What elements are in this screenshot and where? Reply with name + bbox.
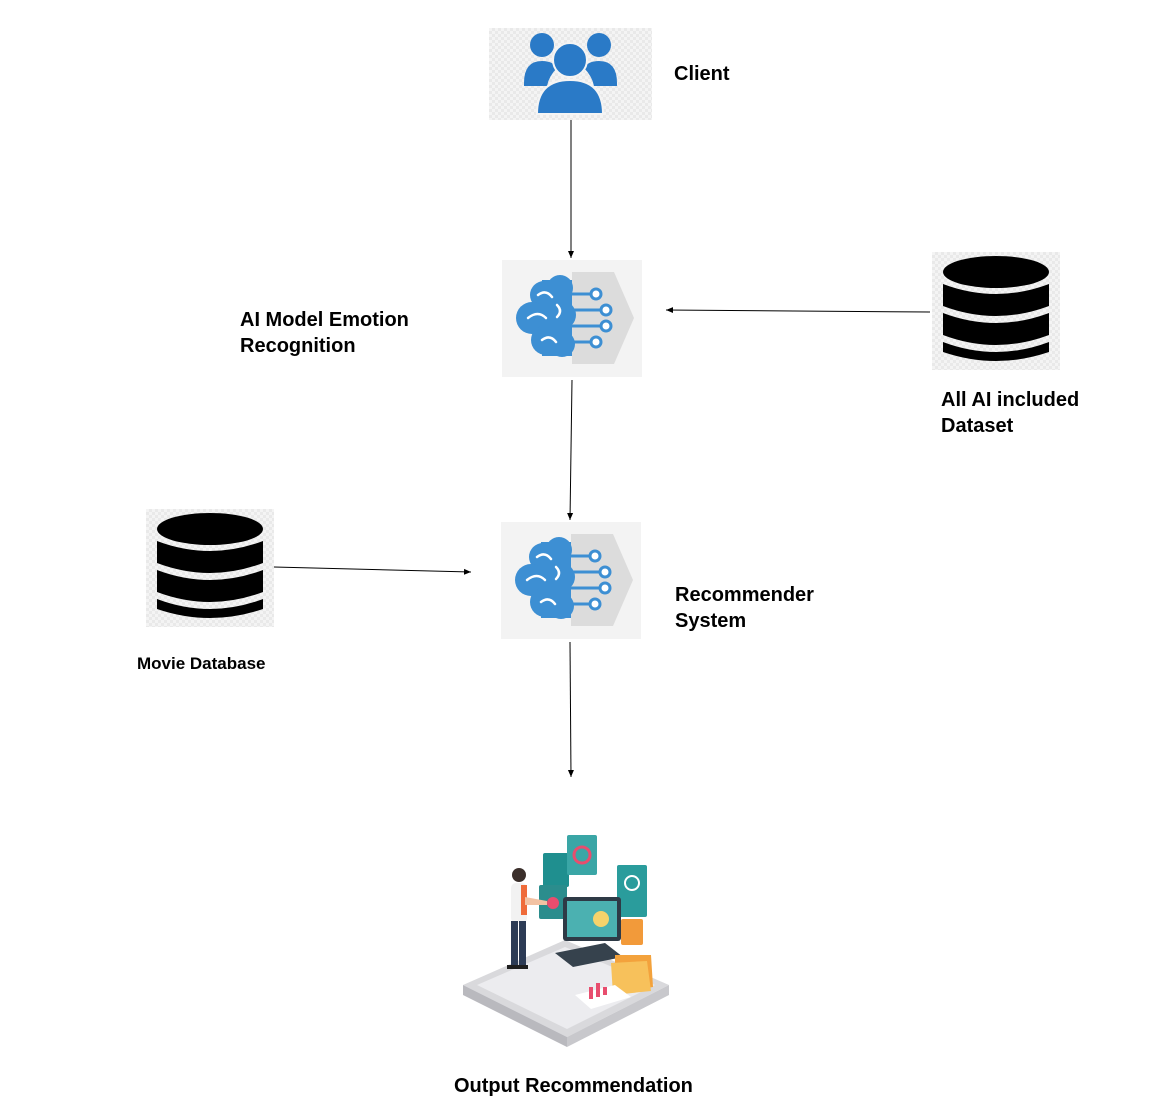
arrow-dataset-to-emotion-model — [665, 307, 931, 314]
output-label: Output Recommendation — [454, 1075, 693, 1097]
client-label: Client — [674, 63, 730, 85]
recommender-node — [501, 522, 641, 639]
arrow-emotion-model-to-recommender — [567, 379, 574, 521]
emotion-model-node — [502, 260, 642, 377]
ai-brain-icon — [515, 534, 633, 626]
ai-dataset-node — [932, 252, 1060, 370]
database-icon — [943, 256, 1049, 361]
movie-db-label: Movie Database — [137, 654, 266, 673]
recommender-label: Recommender System — [675, 584, 814, 632]
ai-brain-icon — [516, 272, 634, 364]
movie-db-node — [146, 509, 274, 627]
output-node — [455, 825, 675, 1050]
emotion-model-label: AI Model Emotion Recognition — [240, 309, 409, 357]
client-node — [489, 28, 652, 120]
users-icon — [524, 33, 617, 115]
ai-dataset-label: All AI included Dataset — [941, 389, 1080, 437]
arrow-movie-db-to-recommender — [273, 566, 472, 575]
dashboard-illustration-icon — [463, 835, 669, 1047]
arrow-recommender-to-output — [567, 641, 574, 778]
database-icon — [157, 513, 263, 618]
